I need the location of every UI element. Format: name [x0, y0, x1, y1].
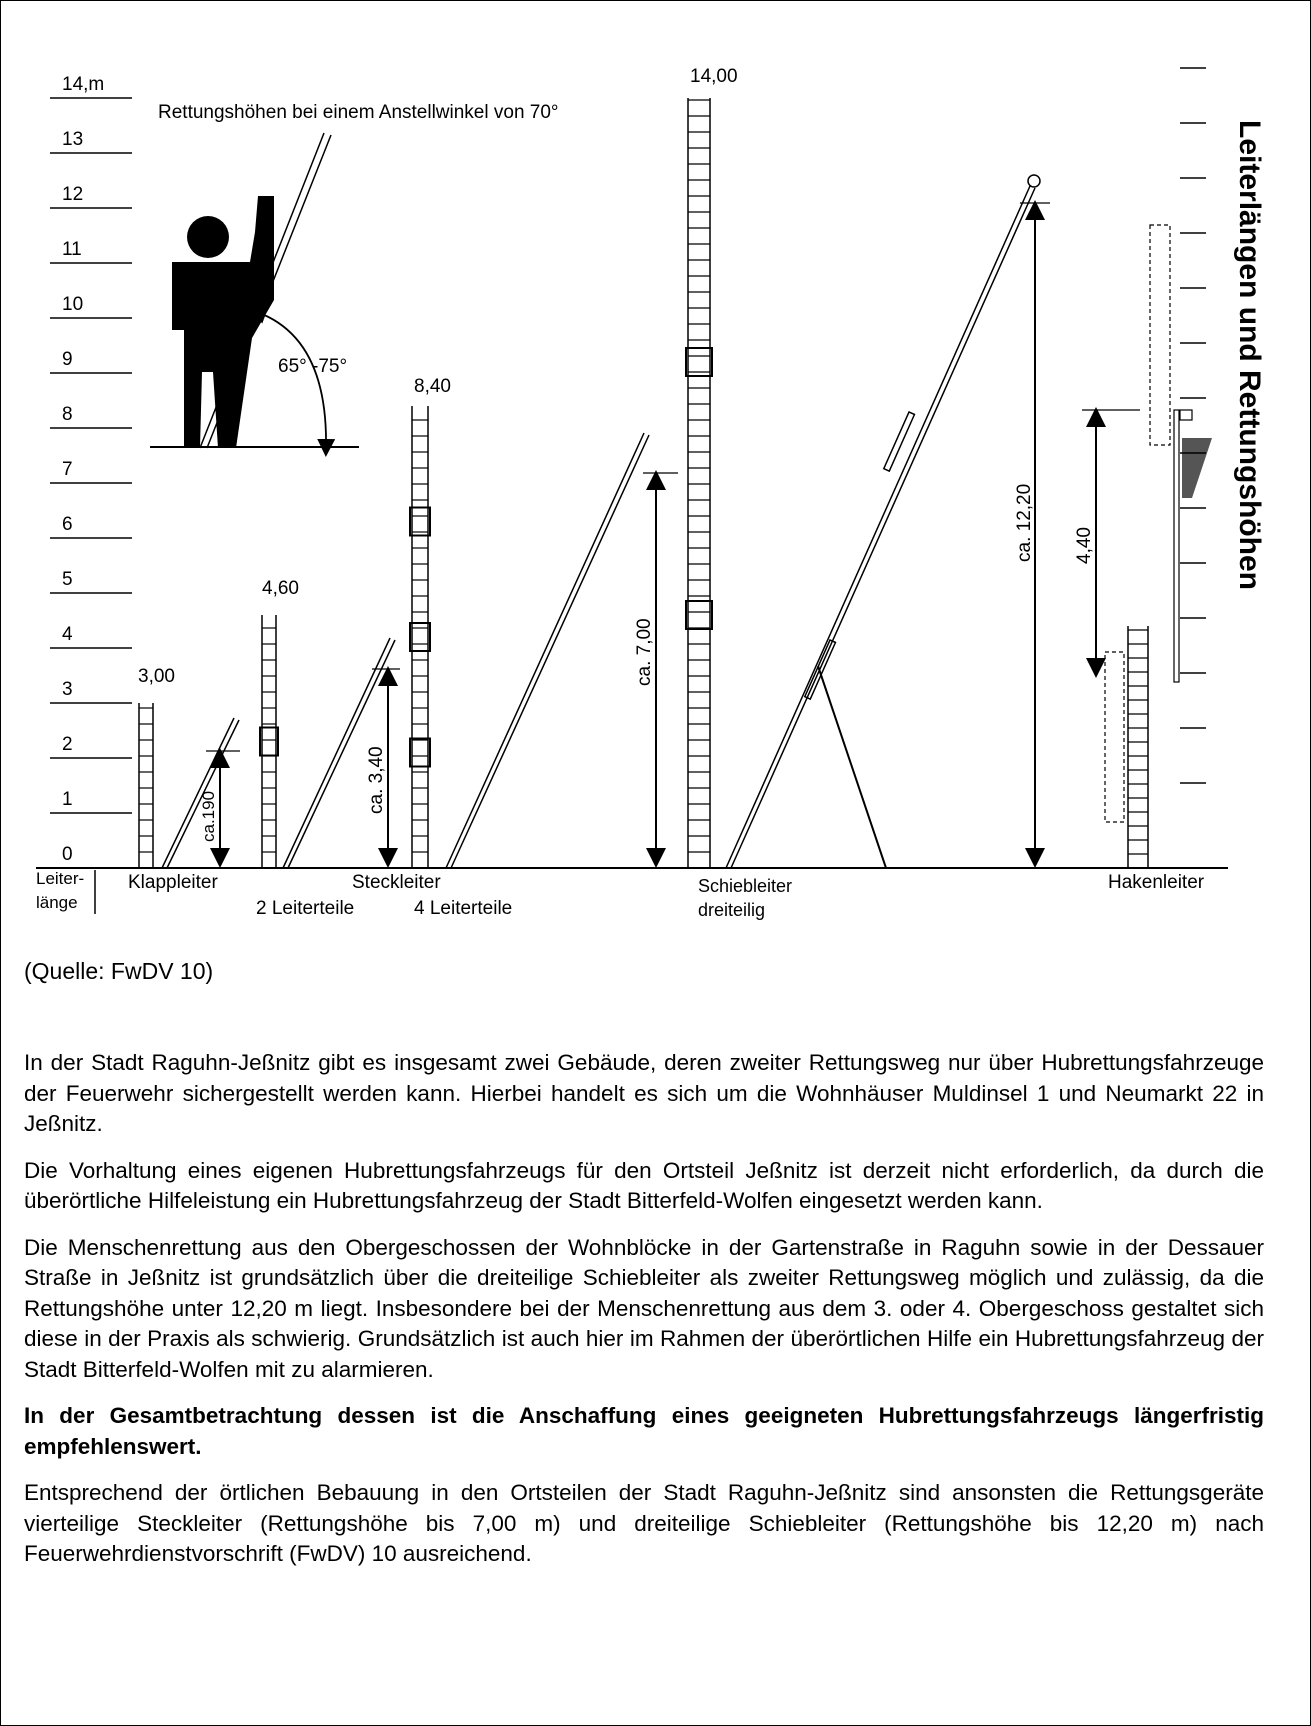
- schiebleiter-length: 14,00: [690, 66, 738, 87]
- hakenleiter-ladder: [1127, 626, 1149, 868]
- angle-arc: [248, 306, 336, 457]
- klappleiter-leaning: [161, 717, 235, 869]
- paragraph-3: Die Menschenrettung aus den Obergeschoss…: [24, 1234, 1264, 1382]
- steckleiter-2-length: 4,60: [262, 578, 299, 599]
- steckleiter-name: Steckleiter: [352, 872, 441, 893]
- paragraph-5: Entsprechend der örtlichen Bebauung in d…: [24, 1480, 1264, 1566]
- person-icon: [172, 196, 274, 448]
- schiebleiter-ladder: [685, 98, 713, 868]
- axis-tick-label: 5: [62, 569, 73, 590]
- right-scale: [1180, 67, 1206, 784]
- axis-label-line1: Leiter-: [36, 869, 84, 888]
- steckleiter-4-parts: 4 Leiterteile: [414, 898, 512, 919]
- body-text: In der Stadt Raguhn-Jeßnitz gibt es insg…: [24, 1048, 1264, 1586]
- klappleiter-name: Klappleiter: [128, 872, 218, 893]
- axis-tick-label: 4: [62, 624, 73, 645]
- schiebleiter-name-2: dreiteilig: [698, 900, 765, 920]
- steckleiter-2-ladder: [259, 615, 279, 868]
- side-title: Leiterlängen und Rettungshöhen: [1233, 120, 1266, 590]
- axis-tick-label: 9: [62, 349, 73, 370]
- axis-tick-label: 1: [62, 789, 73, 810]
- figure-caption: (Quelle: FwDV 10): [24, 958, 214, 984]
- axis-tick-label: 3: [62, 679, 73, 700]
- axis-tick-label: 6: [62, 514, 73, 535]
- steckleiter-2-height: ca. 3,40: [366, 746, 387, 814]
- axis-tick-label: 12: [62, 184, 83, 205]
- axis-tick-label: 2: [62, 734, 73, 755]
- klappleiter-height: ca.190: [199, 791, 218, 842]
- axis-tick-label: 13: [62, 129, 83, 150]
- steckleiter-4-leaning-b: [450, 434, 650, 869]
- steckleiter-4-leaning: [445, 432, 645, 869]
- axis-tick-label: 7: [62, 459, 73, 480]
- axis-label-line2: länge: [36, 893, 78, 912]
- klappleiter-length: 3,00: [138, 666, 175, 687]
- steckleiter-2-parts: 2 Leiterteile: [256, 898, 354, 919]
- hakenleiter-length: 4,40: [1074, 527, 1095, 564]
- steckleiter-4-length: 8,40: [414, 376, 451, 397]
- steckleiter-2-leaning: [282, 637, 391, 869]
- steckleiter-4-height: ca. 7,00: [634, 618, 655, 686]
- axis-tick-label: 14,m: [62, 74, 104, 95]
- angle-label: 65° -75°: [278, 356, 347, 377]
- angle-ladder-icon: [199, 132, 332, 449]
- steckleiter-4-ladder: [409, 406, 431, 868]
- figure-title: Rettungshöhen bei einem Anstellwinkel vo…: [158, 102, 559, 123]
- paragraph-1: In der Stadt Raguhn-Jeßnitz gibt es insg…: [24, 1050, 1264, 1136]
- klappleiter-leaning-2: [166, 719, 240, 869]
- axis-tick-label: 10: [62, 294, 83, 315]
- schiebleiter-leaning: [725, 174, 1041, 869]
- steckleiter-2-leaning-b: [287, 639, 396, 869]
- paragraph-recommendation: In der Gesamtbetrachtung dessen ist die …: [24, 1403, 1264, 1459]
- hakenleiter-hook: [1173, 409, 1212, 683]
- axis-tick-label: 11: [62, 239, 82, 260]
- klappleiter-ladder: [138, 703, 154, 868]
- hakenleiter-name: Hakenleiter: [1108, 872, 1205, 893]
- axis-tick-label: 8: [62, 404, 73, 425]
- schiebleiter-height: ca. 12,20: [1014, 484, 1035, 562]
- schiebleiter-name-1: Schiebleiter: [698, 876, 792, 896]
- paragraph-2: Die Vorhaltung eines eigenen Hubrettungs…: [24, 1157, 1264, 1214]
- axis-tick-label: 0: [62, 844, 73, 865]
- hakenleiter-dashed-frames: [1104, 224, 1171, 823]
